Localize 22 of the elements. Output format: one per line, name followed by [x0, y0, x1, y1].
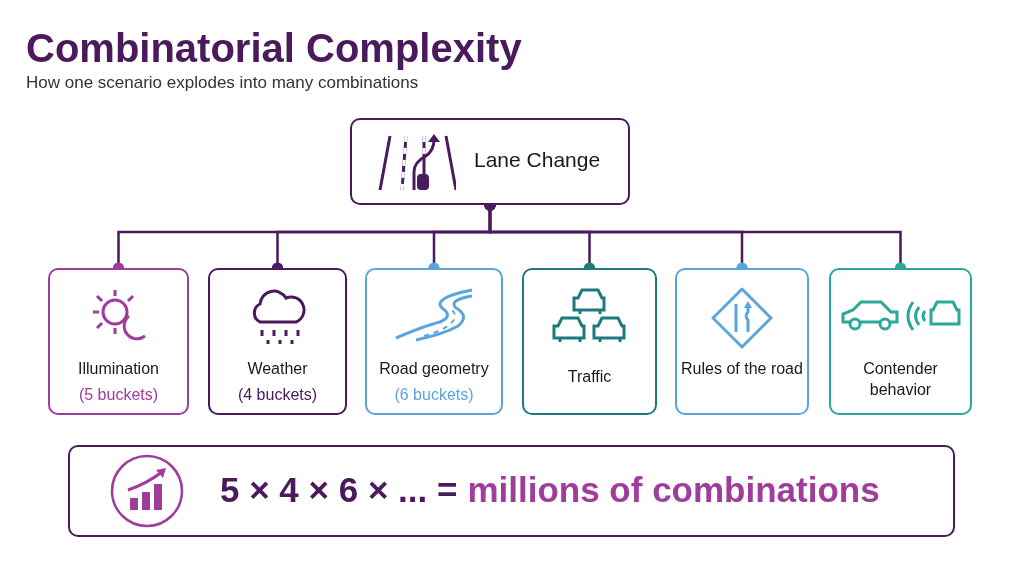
- card-label: Contender behavior: [862, 359, 939, 400]
- category-card: [675, 268, 809, 415]
- formula-text: 5 × 4 × 6 × ... =: [220, 470, 458, 509]
- card-label: Road geometry: [378, 359, 490, 379]
- subtitle: How one scenario explodes into many combinations: [26, 73, 419, 93]
- node-label: Lane Change: [474, 148, 601, 172]
- scenario-box: [350, 118, 630, 205]
- category-card: [48, 268, 189, 415]
- bucket-count: (4 buckets): [236, 385, 319, 405]
- result-text: millions of combinations: [467, 470, 880, 509]
- bucket-count: (6 buckets): [393, 385, 475, 405]
- card-label: Illumination: [77, 359, 160, 379]
- title: Combinatorial Complexity: [26, 26, 522, 71]
- category-card: [208, 268, 347, 415]
- bucket-count: (5 buckets): [77, 385, 160, 405]
- card-label: Traffic: [566, 367, 613, 387]
- formula-box: [68, 445, 955, 537]
- card-label: Rules of the road: [680, 359, 804, 379]
- category-card: [829, 268, 972, 415]
- card-label: Weather: [246, 359, 309, 379]
- category-card: [365, 268, 503, 415]
- category-card: [522, 268, 657, 415]
